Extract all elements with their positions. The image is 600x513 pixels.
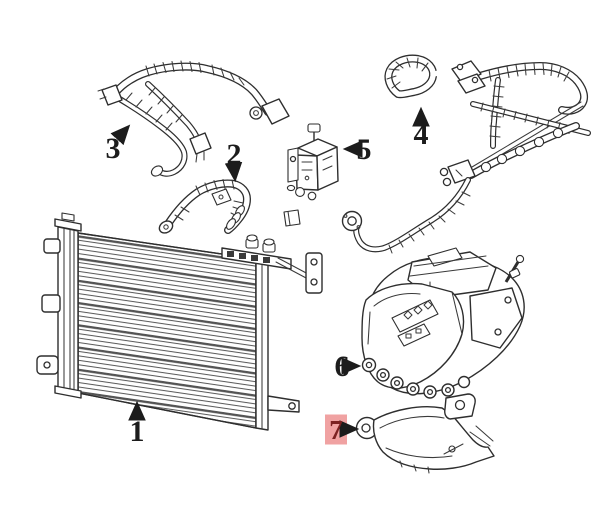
condenser-pipe-stubs <box>245 234 276 253</box>
compressor-stud <box>504 254 525 283</box>
compressor-mounting-ears <box>361 357 471 399</box>
shield-contour-lines <box>379 415 494 474</box>
condenser-tab-hole <box>43 361 51 369</box>
callout-4-label: 4 <box>414 118 429 151</box>
hose4-top-run <box>477 63 587 114</box>
condenser-tab-middle <box>41 294 61 313</box>
condenser-side-plate <box>305 252 323 294</box>
compressor-label-plate <box>391 299 439 333</box>
callout-7-label: 7 <box>329 415 343 445</box>
shield-drawing <box>355 393 495 474</box>
condenser-drawing <box>36 212 323 431</box>
hose4-drop-tube <box>491 78 500 148</box>
hose3-left-fitting <box>97 84 123 106</box>
condenser-bottom-cap <box>54 385 82 399</box>
hose3-main-tube-outline <box>108 62 272 116</box>
compressor-label-plate-2 <box>397 323 431 347</box>
hose-assembly-3 <box>97 60 290 177</box>
shield-left-ear-hole <box>361 423 371 433</box>
callouts: 1 2 3 4 5 6 7 <box>106 106 430 448</box>
callout-3-arrow <box>110 124 131 146</box>
callout-2-label: 2 <box>227 138 242 171</box>
callout-1-label: 1 <box>130 415 145 448</box>
condenser-strut <box>275 257 311 280</box>
valve-bracket-wing <box>287 147 299 183</box>
hose-assembly-2 <box>158 178 252 234</box>
valve-bracket-hole <box>289 155 297 163</box>
condenser-tab-upper <box>43 238 61 254</box>
shield-bolt <box>443 443 464 455</box>
condenser-foot-hole <box>288 402 296 410</box>
valve-ports <box>286 184 317 201</box>
condenser-left-tank-lines <box>63 227 75 393</box>
hose4-top-fitting-cluster <box>451 60 486 94</box>
hose3-lower-fitting <box>150 132 212 177</box>
condenser-top-nub <box>61 212 75 222</box>
hose2-bellows <box>226 205 245 230</box>
hose2-mid-connector <box>211 188 232 206</box>
hose3-branch-tube <box>116 96 187 176</box>
valve-front-face <box>295 154 319 191</box>
callout-5-label: 5 <box>357 133 372 166</box>
hose4-loop <box>385 55 436 97</box>
callout-2-arrow <box>224 161 243 183</box>
hose3-main-tube <box>109 63 271 115</box>
retainer-clip <box>283 209 301 227</box>
compressor-bracket-hole-2 <box>494 328 502 336</box>
shield-top-tab-hole <box>454 399 466 411</box>
hose3-corrugation-ticks <box>125 60 245 131</box>
hose4-corrugation-ticks <box>386 57 570 138</box>
condenser-side-plate-hole-2 <box>310 278 318 286</box>
valve-stem-cap <box>307 123 321 133</box>
hose3-right-fitting <box>249 98 290 125</box>
compressor-drawing <box>361 247 525 399</box>
condenser-top-cap <box>54 218 82 232</box>
hose-assembly-4 <box>283 54 591 254</box>
condenser-left-tank <box>57 226 79 394</box>
hose4-curly-branch <box>341 177 471 254</box>
callout-6-label: 6 <box>335 350 350 383</box>
compressor-front-plate-lines <box>367 291 463 345</box>
hose2-flange <box>158 220 174 234</box>
condenser-fin-rows <box>78 233 256 428</box>
hose4-loop-link <box>430 69 455 77</box>
valve-detail-lines <box>301 155 333 181</box>
compressor-bracket-hole-1 <box>504 296 512 304</box>
valve-drawing <box>286 123 339 201</box>
compressor-top-plate <box>427 247 463 267</box>
condenser-bracket-holes <box>227 251 270 263</box>
condenser-side-plate-hole-1 <box>310 258 318 266</box>
callout-3-label: 3 <box>106 132 121 165</box>
hose4-lower-diagonal <box>467 122 580 179</box>
compressor-rear-bracket <box>469 287 523 349</box>
